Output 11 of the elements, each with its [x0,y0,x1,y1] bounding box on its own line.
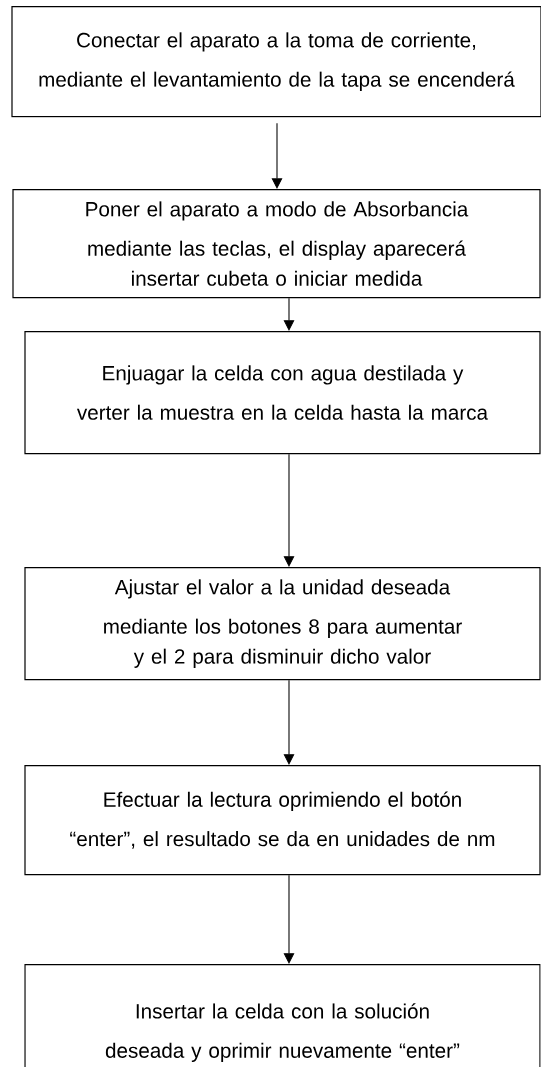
process-box: Poner el aparato a modo de Absorbancia mediante las teclas, el display aparecerá insertar cubeta o iniciar medida [12,189,541,299]
process-box: Conectar el aparato a la toma de corriente, mediante el levantamiento de la tapa se encenderá [11,6,541,118]
arrow [283,874,295,964]
arrow [283,297,295,331]
arrow [271,122,283,189]
process-box: Enjuagar la celda con agua destilada y verter la muestra en la celda hasta la marca [24,331,541,455]
process-box: Ajustar el valor a la unidad deseada mediante los botones 8 para aumentar y el 2 para disminuir dicho valor [24,567,541,681]
process-box: Insertar la celda con la solución deseada y oprimir nuevamente “enter” [24,964,541,1067]
process-box: Efectuar la lectura oprimiendo el botón “enter”, el resultado se da en unidades de nm [24,765,541,876]
arrow [283,453,295,567]
arrow [283,679,295,765]
